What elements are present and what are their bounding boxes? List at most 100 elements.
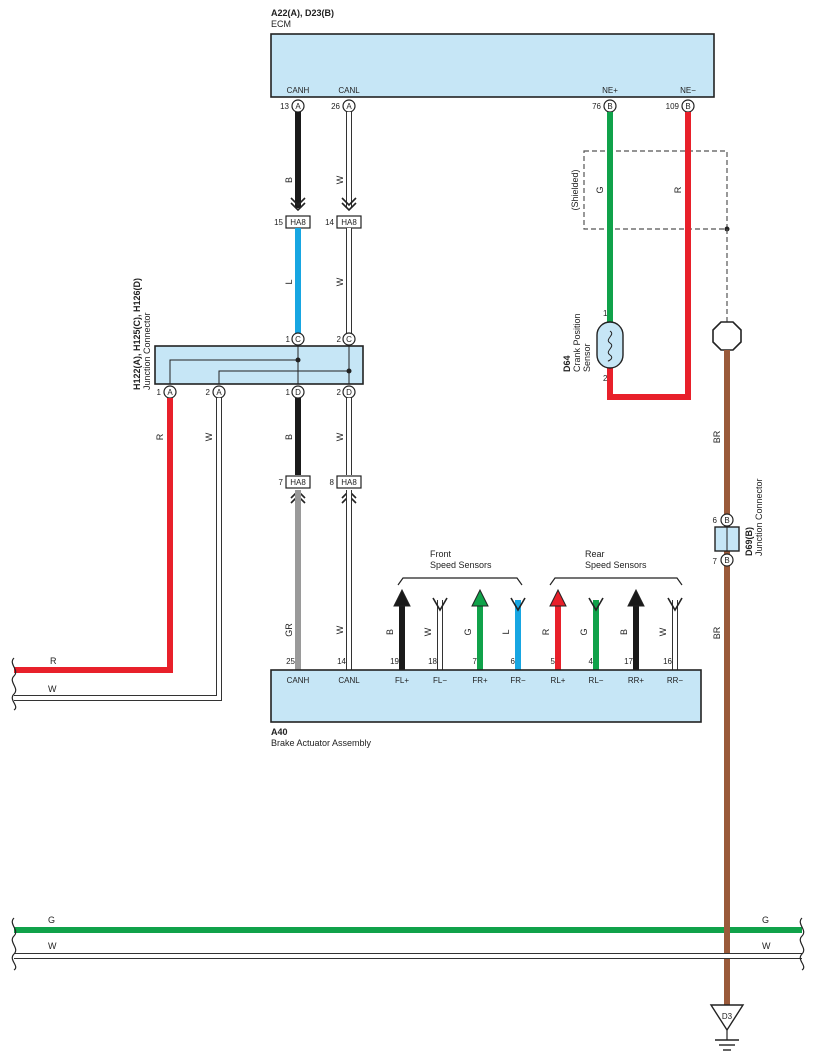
brake-term-1: CANL xyxy=(338,676,360,685)
junction-connector[interactable]: 1 C 2 C 1 A 2 A 1 D 2 D xyxy=(154,332,364,399)
arrow-down-icon xyxy=(667,597,683,612)
brake-pin-6: 5 xyxy=(551,657,556,666)
jc-bus-high xyxy=(169,345,299,384)
front-sensors-bracket xyxy=(397,577,523,586)
ha8-connector-upper[interactable]: 15 HA8 14 HA8 xyxy=(274,215,362,229)
sensor-wire-RL−[interactable]: G xyxy=(579,597,604,670)
sensor-wire-RR−[interactable]: W xyxy=(658,597,683,670)
brake-pin-8: 17 xyxy=(624,657,633,666)
ha8-label: HA8 xyxy=(290,218,306,227)
brake-pin-5: 6 xyxy=(511,657,516,666)
jc2-connector-bottom xyxy=(720,553,734,567)
sensor-wire-RL+[interactable]: R xyxy=(541,588,567,670)
ecm-pin-13: 13 xyxy=(280,102,289,111)
arrow-down-icon xyxy=(588,597,604,612)
wire-letter-br: BR xyxy=(712,430,722,443)
wire-letter-w: W xyxy=(335,175,345,184)
junction-connector-d69[interactable]: 6 B 7 B xyxy=(713,513,740,567)
brake-pin-9: 16 xyxy=(663,657,672,666)
shield-connector-icon xyxy=(712,321,742,351)
front-sensors-label-1: Front xyxy=(430,549,452,559)
brake-term-8: RR+ xyxy=(628,676,645,685)
ecm-term-canl: CANL xyxy=(338,86,360,95)
arrow-up-icon xyxy=(627,588,645,607)
wire-letter-brake-1: W xyxy=(335,625,345,634)
sensor-body xyxy=(596,321,624,369)
brake-name: Brake Actuator Assembly xyxy=(271,738,372,748)
wire-letter-w: W xyxy=(335,432,345,441)
crank-code: D64 xyxy=(562,355,572,372)
wire-letter-w: W xyxy=(204,432,214,441)
wire-letter-sensor-7: G xyxy=(579,628,589,635)
crank-name-1: Crank Position xyxy=(572,313,582,372)
wire-letter-sensor-3: W xyxy=(423,627,433,636)
ha8-pin-14: 14 xyxy=(325,218,334,227)
ecm-component[interactable]: A22(A), D23(B) ECM CANH CANL NE+ NE− 13 … xyxy=(270,8,715,113)
sensor-wire-FR+[interactable]: G xyxy=(463,588,489,670)
brake-actuator-component[interactable]: CANH25GRCANL14WFL+19FL−18FR+7FR−6RL+5RL−… xyxy=(270,623,702,748)
brake-term-7: RL− xyxy=(589,676,604,685)
ha8-label: HA8 xyxy=(341,218,357,227)
jc-conn-letter: D xyxy=(346,388,352,397)
ha8-label: HA8 xyxy=(290,478,306,487)
wire-letter-sensor-8: B xyxy=(619,629,629,635)
jc-conn-letter: D xyxy=(295,388,301,397)
sensor-pin-1: 1 xyxy=(603,309,608,318)
chevron-down-icon xyxy=(341,197,357,212)
sensor-wire-FR−[interactable]: L xyxy=(501,597,526,670)
ecm-box xyxy=(270,33,715,98)
wire-letter-g: G xyxy=(762,915,769,925)
wire-white-left[interactable] xyxy=(14,398,222,701)
ha8-pin-7: 7 xyxy=(279,478,284,487)
ecm-pin-109: 109 xyxy=(666,102,680,111)
brake-pin-7: 4 xyxy=(589,657,594,666)
jc-conn-letter: A xyxy=(167,388,173,397)
jc2-code: D69(B) xyxy=(744,527,754,556)
wire-letter-r: R xyxy=(50,656,57,666)
ecm-conn-letter: B xyxy=(685,102,690,111)
arrow-up-icon xyxy=(393,588,411,607)
jc-bottom-pin: 1 xyxy=(286,388,291,397)
ha8-label: HA8 xyxy=(341,478,357,487)
wire-letter-g: G xyxy=(595,186,605,193)
wire-letter-brake-0: GR xyxy=(284,623,294,637)
ground-point-d3[interactable]: D3 xyxy=(709,1004,745,1051)
ecm-term-canh: CANH xyxy=(287,86,310,95)
rear-sensors-label-2: Speed Sensors xyxy=(585,560,647,570)
jc-code: H122(A), H125(C), H126(D) xyxy=(132,278,142,390)
sensor-wire-FL−[interactable]: W xyxy=(423,597,448,670)
brake-term-0: CANH xyxy=(287,676,310,685)
arrow-up-icon xyxy=(471,588,489,607)
jc-bottom-pin: 1 xyxy=(157,388,162,397)
wire-letter-w: W xyxy=(48,684,57,694)
rear-sensors-label-1: Rear xyxy=(585,549,605,559)
wire-letter-l: L xyxy=(284,279,294,284)
ground-triangle-icon xyxy=(709,1004,745,1032)
brake-code: A40 xyxy=(271,727,288,737)
crank-position-sensor[interactable]: 1 2 xyxy=(596,309,624,383)
ecm-code: A22(A), D23(B) xyxy=(271,8,334,18)
jc-box xyxy=(154,345,364,385)
wire-letter-w: W xyxy=(762,941,771,951)
ecm-term-ne-minus: NE− xyxy=(680,86,696,95)
wire-letter-b: B xyxy=(284,434,294,440)
ecm-name: ECM xyxy=(271,19,291,29)
ha8-connector-lower[interactable]: 7 HA8 8 HA8 xyxy=(279,475,362,489)
wire-ne-minus-red[interactable] xyxy=(607,112,691,400)
jc2-pin-bottom: 7 xyxy=(713,557,718,566)
sensor-wire-RR+[interactable]: B xyxy=(619,588,645,670)
brake-term-2: FL+ xyxy=(395,676,409,685)
wire-letter-sensor-4: G xyxy=(463,628,473,635)
brake-terminal-labels: CANH25GRCANL14WFL+19FL−18FR+7FR−6RL+5RL−… xyxy=(284,623,683,685)
jc2-conn-letter: B xyxy=(724,516,729,525)
ecm-conn-letter: A xyxy=(295,102,301,111)
wire-red-left[interactable] xyxy=(14,398,173,673)
wire-break-mark xyxy=(11,917,17,971)
arrow-up-icon xyxy=(549,588,567,607)
shielded-region xyxy=(583,150,728,230)
arrow-down-icon xyxy=(432,597,448,612)
ecm-conn-letter: B xyxy=(607,102,612,111)
sensor-wire-FL+[interactable]: B xyxy=(385,588,411,670)
